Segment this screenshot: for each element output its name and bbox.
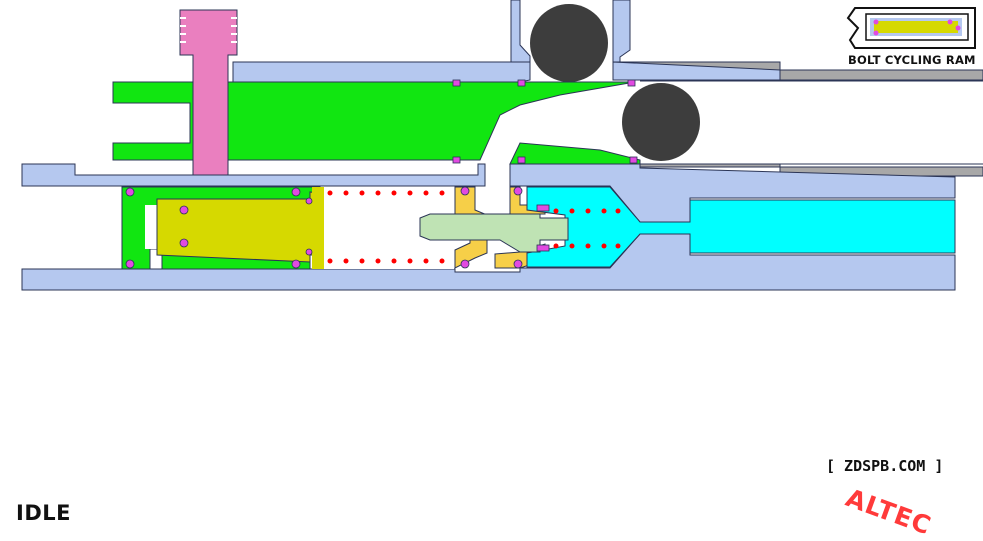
diagram-title: BOLT CYCLING RAM bbox=[848, 53, 976, 67]
o-rings bbox=[125, 79, 638, 269]
mid-body-rail-front bbox=[509, 163, 956, 223]
bolt-cycling-ram-icon bbox=[846, 7, 976, 49]
bolt bbox=[112, 81, 636, 161]
main-spring bbox=[327, 190, 445, 264]
barrel-tube-lower bbox=[639, 163, 983, 177]
paintball-in-breech bbox=[622, 83, 700, 161]
mid-body-rail bbox=[21, 163, 486, 187]
valve-stem bbox=[419, 213, 569, 253]
state-label: IDLE bbox=[16, 501, 71, 525]
bolt-lower-lip bbox=[509, 142, 641, 165]
ram-piston-rod bbox=[312, 187, 324, 269]
valve-spring bbox=[553, 208, 621, 249]
cocking-handle-grip bbox=[180, 17, 237, 43]
paintball-in-feed bbox=[530, 4, 608, 82]
website-label: [ ZDSPB.COM ] bbox=[826, 457, 944, 475]
ram-bore bbox=[145, 205, 157, 249]
